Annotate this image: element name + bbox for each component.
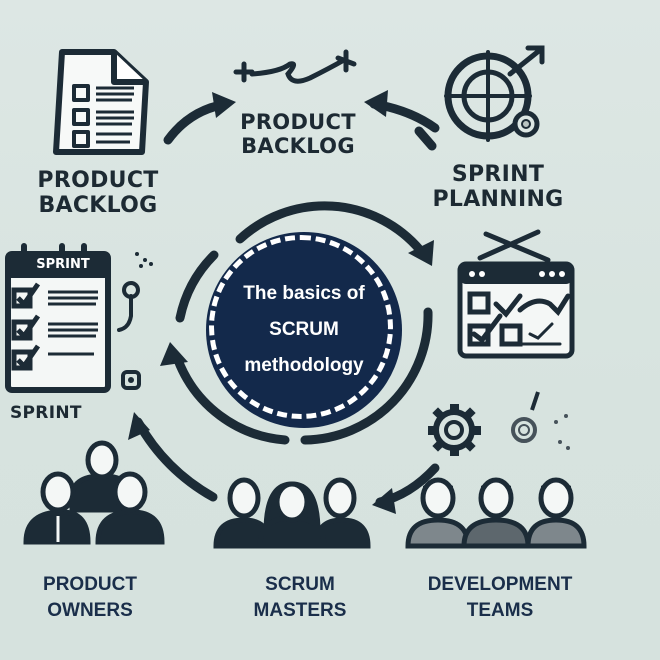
pin-doodle-icon	[117, 252, 153, 390]
center-title-line-2: SCRUM	[269, 319, 339, 340]
target-gear-icon	[444, 45, 545, 142]
sprint-label: SPRINT	[10, 403, 82, 423]
browser-checklist-board-icon	[457, 229, 575, 359]
role-label-development-teams: DEVELOPMENT TEAMS	[427, 574, 573, 621]
calendar-header-text: SPRINT	[36, 257, 90, 272]
center-title-line-1: The basics of	[243, 283, 365, 304]
center-title-line-3: methodology	[244, 355, 364, 376]
development-teams-people-icon	[405, 477, 587, 549]
squiggle-arrow-icon	[233, 49, 357, 84]
role-label-product-owners: PRODUCT OWNERS	[43, 574, 137, 621]
role-label-scrum-masters: SCRUM MASTERS	[253, 574, 347, 621]
document-checklist-icon	[53, 49, 149, 155]
calendar-frame-icon	[5, 243, 111, 393]
center-title-circle: The basics of SCRUM methodology	[206, 232, 402, 428]
sprint-planning-label: SPRINT PLANNING	[432, 162, 564, 213]
scrum-masters-people-icon	[213, 477, 371, 549]
product-backlog-left-label: PRODUCT BACKLOG	[37, 168, 159, 219]
sprint-calendar-checklist-icon: SPRINT	[4, 240, 111, 393]
gears-icon	[428, 391, 570, 456]
product-owners-people-icon	[23, 440, 165, 545]
product-backlog-top-label: PRODUCT BACKLOG	[240, 110, 356, 159]
